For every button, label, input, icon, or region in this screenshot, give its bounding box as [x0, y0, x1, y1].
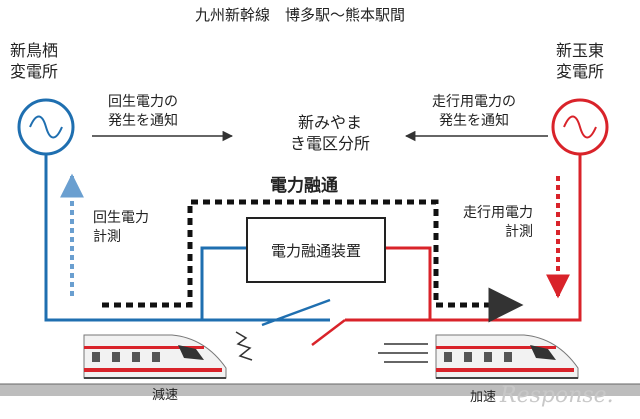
- center-station-label: 新みやま き電区分所: [290, 113, 371, 153]
- power-exchange-path: [102, 199, 524, 323]
- train-icon: [435, 334, 579, 379]
- left-train-state: 減速: [152, 388, 179, 403]
- right-substation-label: 新玉東 変電所: [556, 41, 605, 81]
- right-train-state: 加速: [470, 390, 497, 405]
- red-switch: [311, 319, 346, 346]
- speed-lines-icon: [378, 343, 428, 363]
- ground-strip: [0, 384, 640, 396]
- left-measure-label: 回生電力 計測: [93, 210, 149, 245]
- power-exchange-title: 電力融通: [270, 176, 338, 196]
- right-measure-label: 走行用電力 計測: [463, 205, 533, 240]
- device-label: 電力融通装置: [270, 241, 361, 260]
- left-substation-label: 新鳥栖 変電所: [10, 41, 59, 81]
- right-notice-label: 走行用電力の 発生を通知: [432, 94, 516, 129]
- watermark: Response.: [500, 383, 614, 408]
- power-exchange-device: 電力融通装置: [246, 217, 386, 283]
- diagram-title: 九州新幹線 博多駅～熊本駅間: [195, 6, 406, 24]
- ac-generator-icon: [551, 98, 609, 156]
- spark-icon: [235, 331, 253, 361]
- blue-switch: [261, 298, 331, 327]
- train-icon: [83, 334, 227, 379]
- left-notice-label: 回生電力の 発生を通知: [108, 94, 178, 129]
- ac-generator-icon: [17, 98, 75, 156]
